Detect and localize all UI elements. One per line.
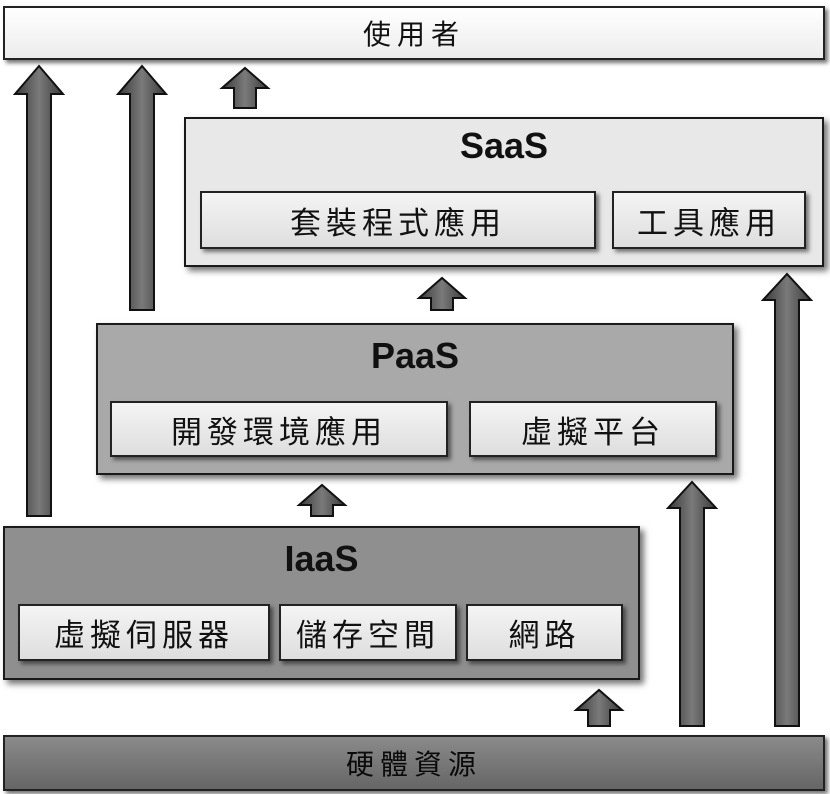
iaas-item-network: 網路 (466, 604, 623, 661)
arrow-saas-to-user (219, 66, 271, 109)
iaas-item-label: 網路 (508, 618, 581, 654)
iaas-layer: IaaS 虛擬伺服器 儲存空間 網路 (3, 526, 640, 680)
hardware-label: 硬體資源 (345, 748, 482, 781)
arrow-iaas-to-paas (296, 483, 348, 517)
arrow-hardware-to-paas (665, 480, 719, 727)
iaas-item-label: 儲存空間 (296, 618, 440, 654)
arrow-iaas-to-user (12, 64, 66, 517)
iaas-item-label: 虛擬伺服器 (54, 618, 234, 654)
hardware-bar: 硬體資源 (3, 735, 825, 791)
paas-title: PaaS (370, 335, 460, 376)
saas-title: SaaS (459, 125, 549, 166)
iaas-item-storage: 儲存空間 (279, 604, 457, 661)
user-bar: 使用者 (3, 6, 825, 60)
paas-item-label: 開發環境應用 (171, 414, 387, 451)
arrow-paas-to-saas (416, 276, 468, 311)
saas-item-packaged-apps: 套裝程式應用 (200, 191, 596, 249)
arrow-paas-to-user (115, 64, 169, 311)
arrow-hardware-to-saas (760, 272, 814, 727)
user-label: 使用者 (362, 18, 465, 51)
paas-item-label: 虛擬平台 (521, 414, 665, 451)
saas-layer: SaaS 套裝程式應用 工具應用 (184, 117, 824, 267)
paas-item-virtual-platform: 虛擬平台 (469, 401, 717, 457)
paas-layer: PaaS 開發環境應用 虛擬平台 (96, 323, 734, 475)
iaas-title: IaaS (284, 538, 359, 579)
paas-item-dev-env: 開發環境應用 (110, 401, 448, 457)
saas-item-label: 套裝程式應用 (290, 205, 506, 242)
saas-item-label: 工具應用 (637, 205, 781, 242)
arrow-hardware-to-iaas (573, 688, 625, 727)
saas-item-tool-apps: 工具應用 (612, 191, 806, 249)
iaas-item-virtual-server: 虛擬伺服器 (18, 604, 270, 661)
